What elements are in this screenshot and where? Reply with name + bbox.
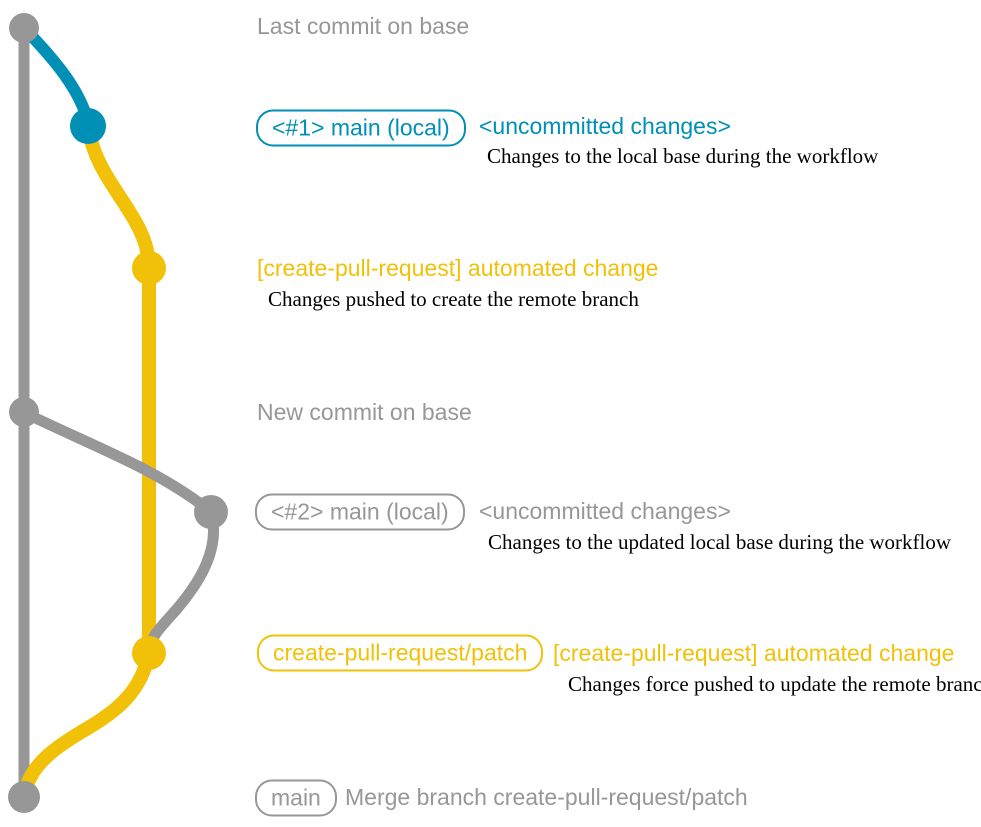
commit-dot-automated-change-1 [132, 251, 166, 285]
branch-badge-main: main [255, 779, 337, 817]
branch-badge-main-local-1: <#1> main (local) [256, 109, 466, 147]
commit-dot-main-local-1 [70, 108, 106, 144]
merge-branch-curve [18, 645, 156, 800]
commit-dot-main-local-2 [194, 495, 228, 529]
commit-label-last-base: Last commit on base [257, 12, 470, 39]
commit-message-merge: Merge branch create-pull-request/patch [345, 783, 748, 810]
commit-detail-automated-1: Changes pushed to create the remote bran… [268, 286, 639, 311]
commit-label-new-base: New commit on base [257, 398, 472, 425]
commit-dot-merge [8, 781, 40, 813]
commit-message-uncommitted-1: <uncommitted changes> [479, 112, 731, 139]
commit-message-uncommitted-2: <uncommitted changes> [479, 497, 731, 524]
commit-detail-uncommitted-1: Changes to the local base during the wor… [487, 143, 879, 168]
branch-badge-main-local-2: <#2> main (local) [255, 493, 465, 531]
branch-badge-create-pull-request-patch: create-pull-request/patch [257, 634, 544, 672]
commit-message-automated-2: [create-pull-request] automated change [553, 639, 955, 666]
commit-dot-last-base [9, 13, 39, 43]
commit-dot-new-base [9, 397, 39, 427]
create-pull-request-branch-line [81, 119, 156, 659]
commit-detail-automated-2: Changes force pushed to update the remot… [568, 671, 981, 696]
updated-base-branch-curve [17, 406, 220, 656]
commit-message-automated-1: [create-pull-request] automated change [257, 254, 659, 281]
main-local-branch-curve [18, 22, 94, 128]
commit-detail-uncommitted-2: Changes to the updated local base during… [488, 529, 952, 554]
commit-dot-automated-change-2 [132, 636, 166, 670]
